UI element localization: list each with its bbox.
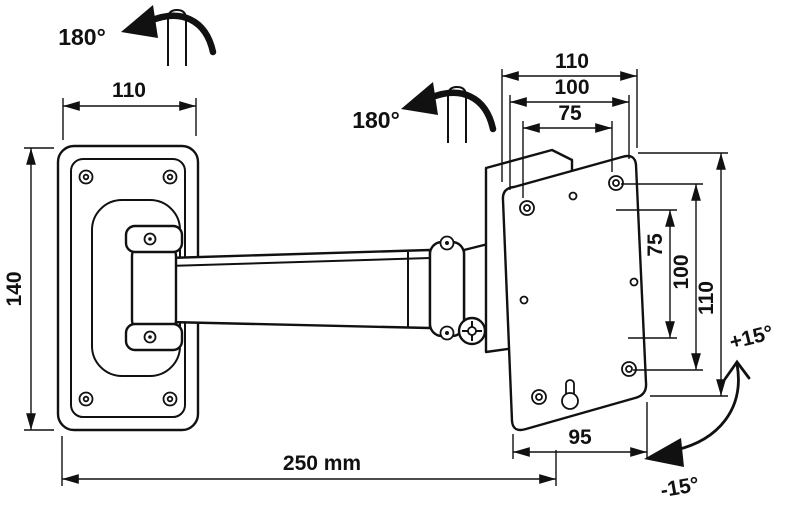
wall-hinge-barrel [130, 244, 178, 332]
wall-plate-screw-holes [78, 169, 178, 407]
swivel-arm [166, 248, 432, 330]
wall-width-label: 110 [112, 79, 146, 102]
arm-swivel-indicator: 180° [352, 82, 497, 143]
dim-vesa-height-110: 110 [638, 152, 728, 397]
vesa-width-100-label: 100 [554, 76, 589, 99]
wall-swivel-indicator: 180° [58, 5, 217, 66]
tilt-up-label: +15° [727, 321, 775, 354]
rotation-arrow-icon [426, 89, 497, 133]
tilt-down-label: -15° [659, 473, 701, 502]
vesa-width-110-label: 110 [555, 50, 589, 73]
arm-top-face-edge [167, 257, 431, 267]
wall-swivel-label: 180° [58, 24, 106, 50]
dim-wall-plate-height: 140 [3, 147, 54, 431]
dim-vesa-width-110: 110 [501, 50, 638, 182]
dim-vesa-bottom-width: 95 [512, 402, 648, 459]
vesa-width-75-label: 75 [558, 102, 582, 125]
dim-vesa-width-75: 75 [522, 102, 613, 198]
mid-hinge [428, 235, 487, 346]
vesa-plate-outline [501, 154, 648, 432]
rotation-arrow-icon [146, 12, 217, 56]
total-reach-label: 250 mm [283, 452, 361, 475]
mid-hinge-barrel [428, 240, 466, 338]
dim-vesa-height-100: 100 [621, 183, 703, 371]
vesa-bottom-width-label: 95 [568, 426, 592, 449]
vesa-plate [501, 154, 648, 432]
dim-wall-plate-width: 110 [62, 79, 197, 140]
tilt-indicator: +15° -15° [644, 321, 776, 502]
dim-vesa-height-75: 75 [616, 209, 677, 339]
dim-vesa-width-100: 100 [509, 76, 630, 190]
dim-total-reach: 250 mm [61, 436, 557, 486]
phillips-screw [457, 316, 487, 346]
vesa-plate-holes [519, 175, 639, 410]
tilt-up-arrowhead-icon [723, 359, 751, 381]
vesa-height-110-label: 110 [695, 281, 718, 315]
rotation-arrowhead-icon [121, 5, 158, 38]
wall-hinge [124, 224, 184, 352]
vesa-height-75-label: 75 [644, 233, 667, 257]
tilt-down-arrowhead-icon [644, 438, 684, 467]
vesa-height-100-label: 100 [670, 254, 693, 289]
wall-height-label: 140 [3, 271, 26, 306]
arm-swivel-label: 180° [352, 107, 400, 133]
rotation-arrowhead-icon [401, 82, 438, 115]
tilt-arrow-icon [674, 362, 740, 452]
